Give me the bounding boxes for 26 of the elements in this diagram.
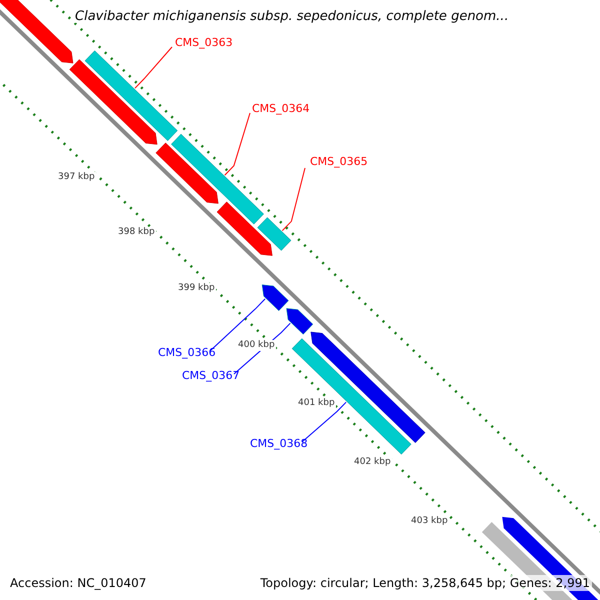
scale-label: 397 kbp (57, 172, 96, 183)
leader-line (282, 168, 306, 232)
scale-label: 398 kbp (117, 227, 156, 238)
accession-text: Accession: NC_010407 (8, 575, 148, 591)
gene-pentagon (286, 308, 314, 335)
scale-label: 400 kbp (237, 340, 276, 351)
gene-label: CMS_0365 (310, 156, 368, 167)
gene-bar (257, 217, 292, 251)
scale-label: 399 kbp (177, 283, 216, 294)
scale-label: 402 kbp (353, 457, 392, 468)
title: Clavibacter michiganensis subsp. sepedonicus, complete genom... (75, 10, 509, 23)
gene-bar (84, 50, 178, 141)
gene-label: CMS_0364 (252, 103, 310, 114)
leader-line (210, 298, 266, 352)
gene-bar (171, 134, 264, 224)
leader-line (134, 46, 172, 89)
scale-label: 401 kbp (297, 398, 336, 409)
leader-line (302, 402, 347, 442)
gene-label: CMS_0363 (175, 37, 233, 48)
genome-info-text: Topology: circular; Length: 3,258,645 bp; Genes: 2,991 (258, 575, 592, 591)
gene-label: CMS_0368 (250, 438, 308, 449)
scale-label: 403 kbp (410, 516, 449, 527)
gene-label: CMS_0366 (158, 347, 216, 358)
leader-line (224, 112, 250, 176)
gene-label: CMS_0367 (182, 370, 240, 381)
gene-pentagon (262, 284, 289, 311)
